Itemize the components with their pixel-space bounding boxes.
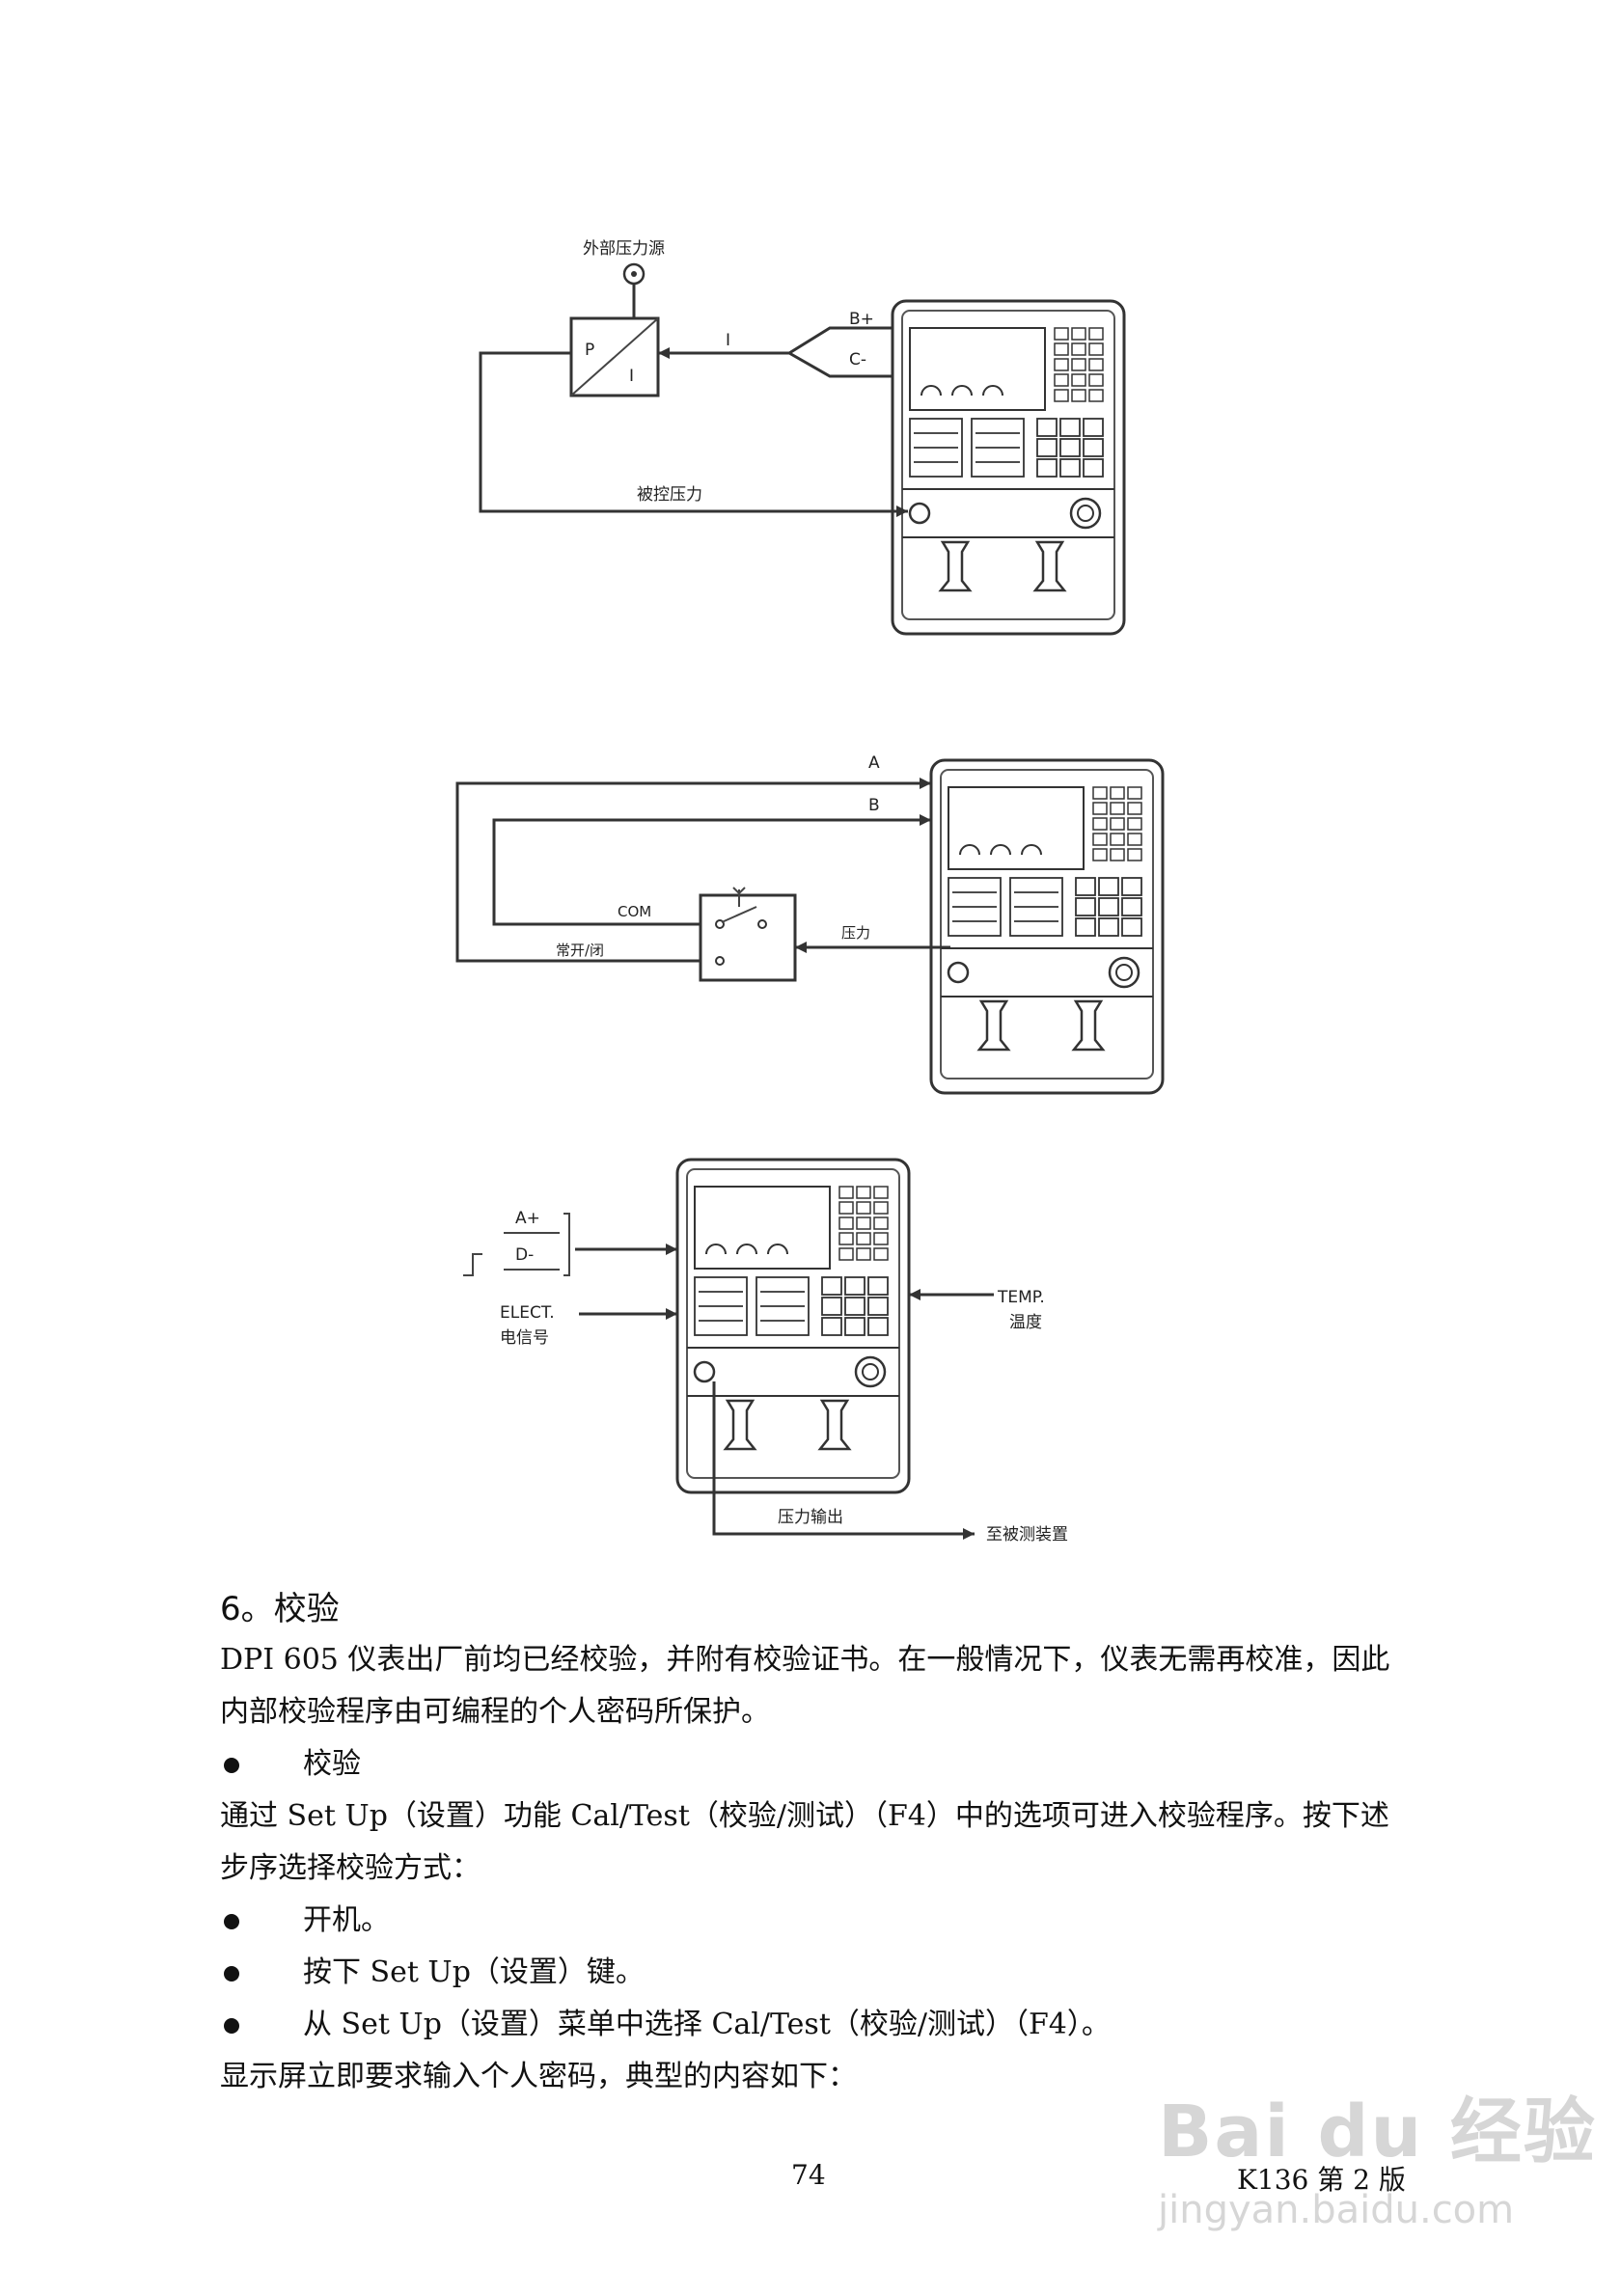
- temp-cn-label: 温度: [1009, 1313, 1042, 1332]
- diagram-pressure-to-current: 外部压力源 P I I B+ C- 被控压力: [479, 239, 1126, 636]
- diagram-measure-inputs: A+ D- ELECT. 电信号 TEMP. 温度 压力输出 至被测装置: [463, 1158, 1068, 1544]
- bullet-dot-icon: [224, 1966, 239, 1982]
- terminal-c-minus-label: C-: [849, 350, 866, 369]
- a-plus-label: A+: [515, 1209, 540, 1228]
- procedure-paragraph: 通过 Set Up（设置）功能 Cal/Test（校验/测试）（F4）中的选项可…: [220, 1799, 1389, 1885]
- step-item: 开机。: [220, 1895, 1416, 1947]
- document-version: K136 第 2 版: [1237, 2164, 1406, 2196]
- d-minus-label: D-: [515, 1245, 534, 1265]
- page-number: 74: [791, 2159, 826, 2191]
- step-text: 从 Set Up（设置）菜单中选择 Cal/Test（校验/测试）（F4）。: [303, 2008, 1111, 2041]
- controlled-pressure-label: 被控压力: [637, 485, 702, 505]
- dpi605-device-2: [929, 758, 1165, 1095]
- dpi605-device-3: [675, 1158, 911, 1494]
- pressure-label: 压力: [841, 924, 870, 942]
- bullet-calibration-text: 校验: [303, 1747, 361, 1781]
- elect-cn-label: 电信号: [500, 1328, 549, 1348]
- step-text: 开机。: [303, 1903, 390, 1937]
- terminal-a-label: A: [868, 753, 880, 773]
- pressure-switch: [699, 893, 797, 982]
- terminal-b-plus-label: B+: [849, 310, 874, 329]
- pressure-output-label: 压力输出: [778, 1508, 843, 1527]
- bullet-dot-icon: [224, 1914, 239, 1929]
- step-text: 按下 Set Up（设置）键。: [303, 1955, 645, 1989]
- com-label: COM: [618, 903, 651, 920]
- diagram-switch-test: A B COM 常开/闭 压力: [455, 753, 1165, 1095]
- section-heading: 6。校验: [220, 1590, 340, 1628]
- current-label: I: [726, 331, 730, 350]
- elect-label: ELECT.: [500, 1303, 555, 1323]
- open-closed-label: 常开/闭: [556, 942, 604, 959]
- converter-i-label: I: [629, 367, 634, 386]
- dpi605-device-1: [891, 299, 1126, 636]
- bullet-dot-icon: [224, 2018, 239, 2034]
- bullet-dot-icon: [224, 1758, 239, 1773]
- watermark-url: jingyan.baidu.com: [1158, 2188, 1515, 2232]
- to-device-label: 至被测装置: [986, 1525, 1068, 1544]
- terminal-b-label: B: [868, 796, 880, 815]
- temp-label: TEMP.: [997, 1288, 1045, 1307]
- section-body: DPI 605 仪表出厂前均已经校验，并附有校验证书。在一般情况下，仪表无需再校…: [220, 1634, 1416, 2103]
- converter-p-label: P: [585, 341, 594, 360]
- bullet-calibration: 校验: [220, 1738, 1416, 1790]
- intro-paragraph: DPI 605 仪表出厂前均已经校验，并附有校验证书。在一般情况下，仪表无需再校…: [220, 1643, 1390, 1729]
- password-paragraph: 显示屏立即要求输入个人密码，典型的内容如下：: [220, 2060, 857, 2093]
- diagram-area: 外部压力源 P I I B+ C- 被控压力 A B COM 常开/闭: [455, 239, 1165, 1544]
- step-item: 按下 Set Up（设置）键。: [220, 1947, 1416, 1999]
- watermark-logo: Bai du 经验: [1158, 2091, 1597, 2173]
- external-source-label: 外部压力源: [583, 239, 665, 259]
- step-item: 从 Set Up（设置）菜单中选择 Cal/Test（校验/测试）（F4）。: [220, 1999, 1416, 2051]
